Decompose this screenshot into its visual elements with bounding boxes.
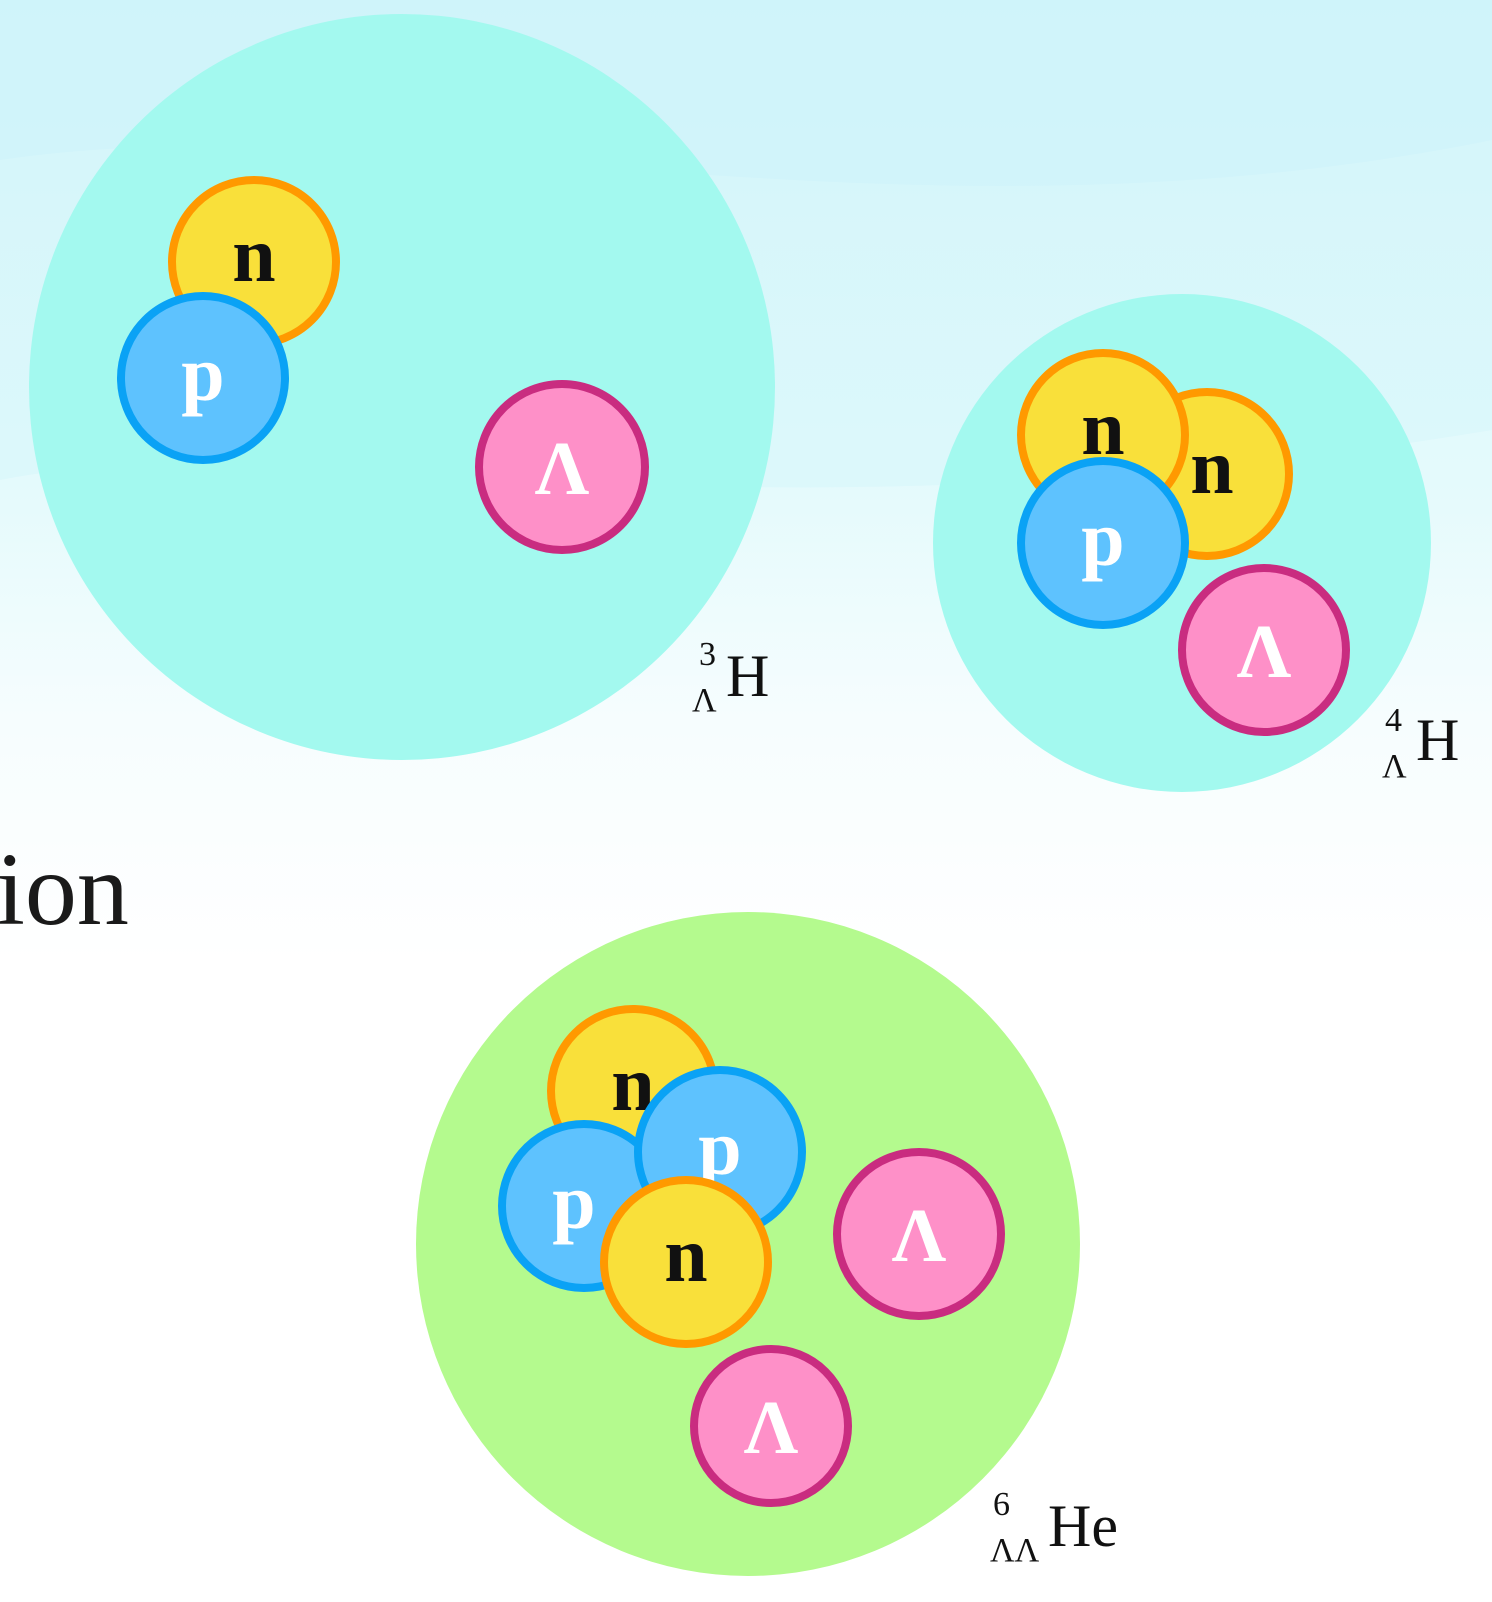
double-lambda-helium-6-label: 6 ΛΛ He	[988, 1488, 1138, 1574]
hyperon-subscript: ΛΛ	[990, 1532, 1040, 1569]
hyperon-subscript: Λ	[1382, 748, 1407, 785]
element-symbol: H	[726, 643, 770, 709]
cut-off-heading-text: ion	[0, 832, 129, 947]
particle-label: Λ	[1236, 610, 1292, 694]
lambda-particle: Λ	[690, 1345, 852, 1507]
particle-label: p	[181, 330, 225, 417]
lambda-particle: Λ	[475, 380, 649, 554]
proton-particle: p	[1017, 457, 1189, 629]
particle-label: p	[698, 1104, 742, 1191]
particle-label: n	[1081, 384, 1125, 471]
mass-number: 3	[699, 636, 716, 673]
mass-number: 4	[1385, 702, 1402, 739]
lambda-particle: Λ	[833, 1148, 1005, 1320]
element-symbol: He	[1048, 1493, 1118, 1559]
particle-label: Λ	[891, 1194, 947, 1278]
neutron-particle: n	[600, 1176, 772, 1348]
element-symbol: H	[1416, 707, 1460, 773]
particle-label: Λ	[534, 427, 590, 511]
particle-label: n	[1190, 423, 1234, 510]
hypertriton-label: 3 Λ H	[690, 638, 800, 724]
particle-label: Λ	[743, 1386, 799, 1470]
particle-label: n	[664, 1211, 708, 1298]
particle-label: n	[232, 211, 276, 298]
proton-particle: p	[117, 292, 289, 464]
hyperhydrogen-4-label: 4 Λ H	[1380, 704, 1490, 790]
mass-number: 6	[993, 1486, 1010, 1523]
particle-label: p	[552, 1158, 596, 1245]
hyperon-subscript: Λ	[692, 682, 717, 719]
lambda-particle: Λ	[1178, 564, 1350, 736]
particle-label: p	[1081, 495, 1125, 582]
